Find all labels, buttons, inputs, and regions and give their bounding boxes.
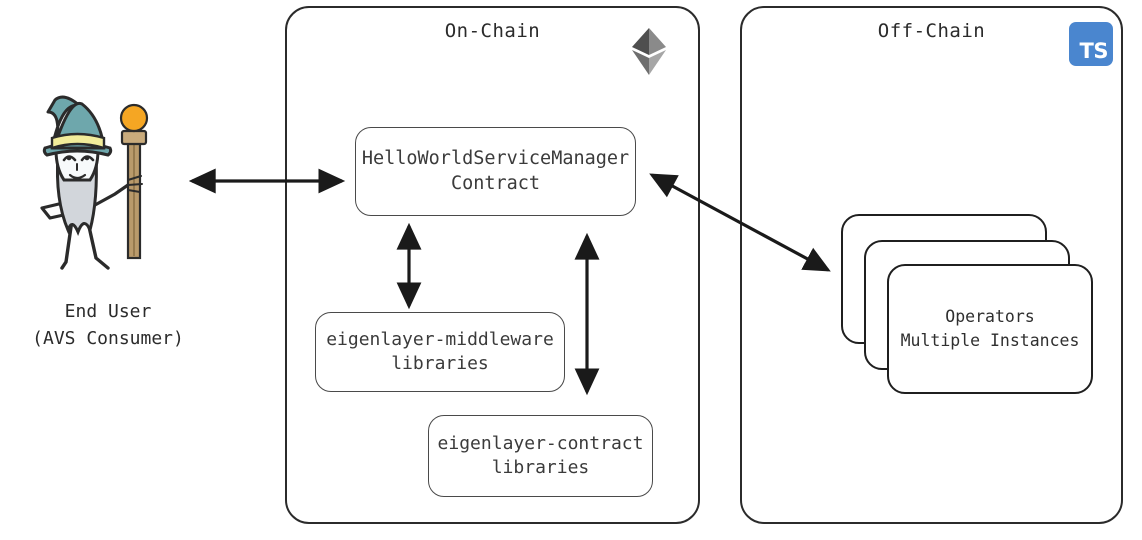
node-eigenlayer-contract-libraries[interactable]: eigenlayer-contract libraries bbox=[428, 415, 653, 497]
wizard-staff-icon bbox=[119, 103, 149, 260]
wizard-hat-icon bbox=[42, 95, 113, 157]
zone-off-chain-title: Off-Chain bbox=[877, 20, 986, 42]
typescript-badge: TS bbox=[1069, 22, 1113, 66]
zone-on-chain-title: On-Chain bbox=[444, 20, 541, 42]
wizard-figure bbox=[40, 95, 149, 270]
node-operators[interactable]: Operators Multiple Instances bbox=[887, 264, 1093, 394]
node-eigenlayer-middleware-libraries[interactable]: eigenlayer-middleware libraries bbox=[315, 312, 565, 392]
node-hello-world-service-manager[interactable]: HelloWorldServiceManager Contract bbox=[355, 127, 636, 216]
typescript-badge-label: TS bbox=[1079, 39, 1109, 63]
end-user-label: End User (AVS Consumer) bbox=[32, 301, 184, 349]
